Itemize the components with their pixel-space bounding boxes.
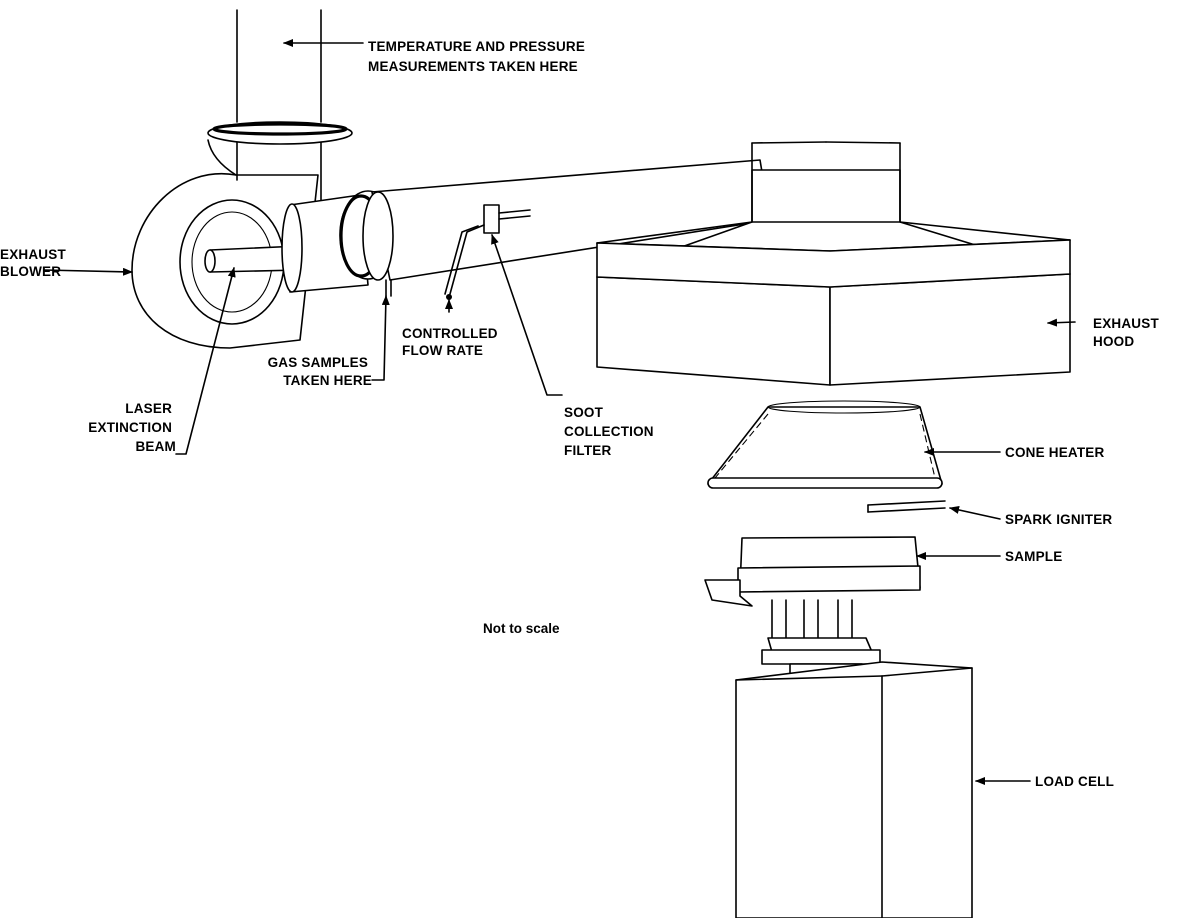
exhaust-hood-label: EXHAUST HOOD <box>1093 316 1163 349</box>
temp-pressure-label: TEMPERATURE AND PRESSURE MEASUREMENTS TA… <box>368 39 589 74</box>
exhaust-hood <box>596 141 1071 386</box>
sample-label: SAMPLE <box>1005 549 1062 564</box>
scale-note: Not to scale <box>483 621 560 636</box>
gas-samples-label: GAS SAMPLES TAKEN HERE <box>268 355 372 388</box>
spark-igniter-label: SPARK IGNITER <box>1005 512 1112 527</box>
spark-igniter <box>867 500 946 513</box>
load-cell-label: LOAD CELL <box>1035 774 1114 789</box>
controlled-flow-label: CONTROLLED FLOW RATE <box>402 326 502 358</box>
cone-heater-label: CONE HEATER <box>1005 445 1105 460</box>
exhaust-blower-label: EXHAUST BLOWER <box>0 247 70 279</box>
load-cell <box>735 661 973 918</box>
cone-heater <box>707 400 943 489</box>
soot-filter-label: SOOT COLLECTION FILTER <box>564 405 658 458</box>
exhaust-stack <box>236 9 322 123</box>
exhaust-duct <box>204 159 771 300</box>
laser-beam-label: LASER EXTINCTION BEAM <box>88 401 176 454</box>
leader-lines <box>43 39 1076 785</box>
